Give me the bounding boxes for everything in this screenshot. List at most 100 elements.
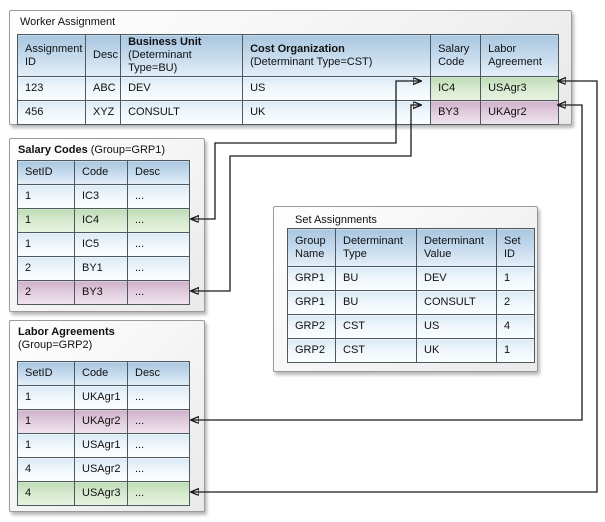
cell: UKAgr2 (74, 409, 128, 434)
cell: IC5 (74, 232, 128, 257)
cell: 1 (17, 433, 75, 458)
cell: BY3 (74, 280, 128, 305)
salary-codes-title: Salary Codes (Group=GRP1) (18, 144, 165, 157)
column-header: Desc (84, 34, 122, 77)
cell: BU (335, 266, 417, 291)
labor-agreements-title: Labor Agreements (Group=GRP2) (18, 326, 115, 352)
cell: UK (416, 338, 497, 363)
cell: UK (242, 100, 432, 125)
column-header: Desc (127, 160, 190, 185)
cell: USAgr2 (74, 457, 128, 482)
column-header: Cost Organization(Determinant Type=CST) (242, 34, 432, 77)
column-header: Salary Code (430, 34, 482, 77)
cell: 4 (17, 457, 75, 482)
column-header: Labor Agreement (480, 34, 560, 77)
cell: BY3 (430, 100, 482, 125)
cell: 1 (496, 266, 535, 291)
cell: IC4 (430, 76, 482, 101)
cell: 1 (17, 409, 75, 434)
cell: US (416, 314, 497, 339)
cell: GRP1 (287, 266, 336, 291)
cell: 4 (17, 481, 75, 506)
cell: US (242, 76, 432, 101)
cell: GRP2 (287, 338, 336, 363)
cell: GRP2 (287, 314, 336, 339)
column-header: Business Unit(Determinant Type=BU) (120, 34, 244, 77)
cell: GRP1 (287, 290, 336, 315)
cell: BY1 (74, 256, 128, 281)
worker-assignment-title: Worker Assignment (20, 16, 115, 29)
cell: 1 (17, 385, 75, 410)
cell: XYZ (84, 100, 122, 125)
cell: ... (127, 457, 190, 482)
cell: ... (127, 280, 190, 305)
cell: USAgr3 (74, 481, 128, 506)
column-header: SetID (17, 160, 75, 185)
cell: CST (335, 314, 417, 339)
cell: 1 (496, 338, 535, 363)
column-header: Set ID (496, 228, 535, 267)
cell: BU (335, 290, 417, 315)
set-assignments-title: Set Assignments (295, 214, 377, 227)
cell: CONSULT (416, 290, 497, 315)
cell: ... (127, 232, 190, 257)
cell: 4 (496, 314, 535, 339)
panel-title-text: Worker Assignment (20, 16, 116, 28)
cell: 456 (17, 100, 86, 125)
cell: DEV (416, 266, 497, 291)
panel-title-text: Set Assignments (295, 214, 377, 226)
cell: UKAgr1 (74, 385, 128, 410)
cell: ... (127, 184, 190, 209)
column-header: Determinant Type (335, 228, 417, 267)
cell: IC3 (74, 184, 128, 209)
panel-title-suffix: (Group=GRP1) (87, 144, 166, 156)
column-header: Code (74, 160, 128, 185)
cell: 1 (17, 184, 75, 209)
column-header: Assignment ID (17, 34, 86, 77)
column-header: Group Name (287, 228, 336, 267)
column-header: Code (74, 361, 128, 386)
cell: ... (127, 409, 190, 434)
column-header: SetID (17, 361, 75, 386)
column-header: Determinant Value (416, 228, 497, 267)
cell: 1 (17, 208, 75, 233)
cell: 123 (17, 76, 86, 101)
cell: ... (127, 208, 190, 233)
cell: UKAgr2 (480, 100, 560, 125)
cell: ... (127, 481, 190, 506)
cell: ABC (84, 76, 122, 101)
panel-title-text: Salary Codes (18, 144, 88, 156)
panel-title-text: Labor Agreements (18, 326, 115, 338)
cell: 1 (17, 232, 75, 257)
cell: CONSULT (120, 100, 244, 125)
cell: CST (335, 338, 417, 363)
cell: DEV (120, 76, 244, 101)
